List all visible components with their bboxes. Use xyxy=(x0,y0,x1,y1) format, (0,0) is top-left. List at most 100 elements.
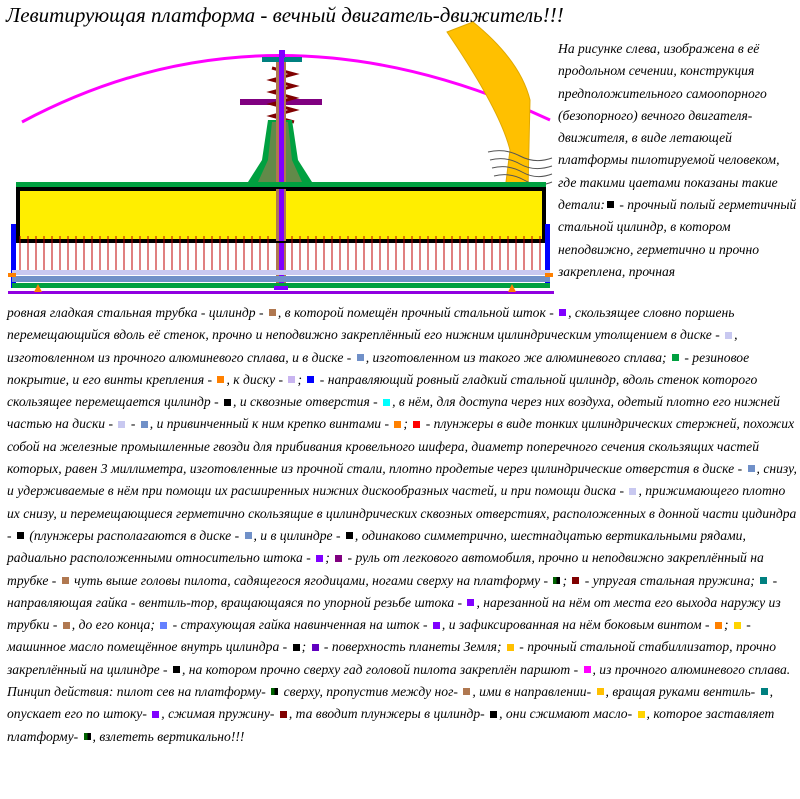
body-text-segment: , и привинченный к ним крепко винтами - xyxy=(149,416,393,432)
body-text-segment: - плунжеры в виде тонких цилиндрических … xyxy=(7,416,795,477)
side-description: На рисунке слева, изображена в её продол… xyxy=(558,38,798,283)
body-text-segment: , из прочного алюминевого сплава. Пинцип… xyxy=(7,661,791,700)
body-text-segment: - упругая стальная пружина; xyxy=(581,572,759,588)
yellow-square-icon xyxy=(733,621,741,629)
stabilizer xyxy=(446,21,531,191)
cyan-square-icon xyxy=(383,398,391,406)
magenta-square-icon xyxy=(583,666,591,674)
black-green-square-icon xyxy=(271,688,279,696)
body-text-segment: ; xyxy=(723,617,732,633)
body-text-segment: , до его конца; xyxy=(71,617,159,633)
teal-square-icon xyxy=(760,576,768,584)
rubber-cover xyxy=(12,283,550,288)
yellow-square-icon xyxy=(596,688,604,696)
body-text-segment: ; xyxy=(301,639,310,655)
purple-square-icon xyxy=(335,554,343,562)
gold-square-icon xyxy=(506,643,514,651)
green-square-icon xyxy=(671,353,679,361)
body-text-segment: , одинаково симметрично, шестнадцатью ве… xyxy=(7,527,746,566)
body-text-segment: , на котором прочно сверху гад головой п… xyxy=(181,661,582,677)
black-square-icon xyxy=(345,532,353,540)
black-square-icon xyxy=(16,532,24,540)
body-text-segment: - машинное масло помещённое внутрь цилин… xyxy=(7,617,751,655)
medium-blue-square-icon xyxy=(160,621,168,629)
black-green-square-icon xyxy=(553,576,561,584)
body-text-segment: , и в цилиндре - xyxy=(253,527,344,543)
platform-cross-section-diagram xyxy=(8,21,554,294)
body-text-segment: , в которой помещён прочный стальной што… xyxy=(277,305,558,320)
teal-square-icon xyxy=(760,688,768,696)
top-plate xyxy=(16,182,546,188)
body-text-segment: , та вводит плунжеры в цилиндр- xyxy=(288,706,489,722)
steel-blue-square-icon xyxy=(747,465,755,473)
violet-square-icon xyxy=(152,710,160,718)
body-text-segment: , скользящее словно поршень перемещающий… xyxy=(7,305,735,343)
steel-blue-square-icon xyxy=(356,353,364,361)
black-square-icon xyxy=(224,398,232,406)
purple-square-icon xyxy=(311,643,319,651)
body-text-segment: , и зафиксированная на нём боковым винто… xyxy=(441,617,713,633)
orange-square-icon xyxy=(217,376,225,384)
body-description: ровная гладкая стальная трубка - цилиндр… xyxy=(7,302,797,748)
lavender-square-icon xyxy=(118,420,126,428)
ground xyxy=(8,291,554,294)
maroon-square-icon xyxy=(279,710,287,718)
body-text-segment: , опускает его по штоку- xyxy=(7,684,773,722)
violet-square-icon xyxy=(432,621,440,629)
body-text-segment: ; xyxy=(325,550,334,566)
body-text-segment: , и сквозные отверстия - xyxy=(233,394,382,410)
disk-lower xyxy=(12,276,550,282)
black-square-icon xyxy=(606,201,614,209)
body-text-segment: , вращая руками вентиль- xyxy=(605,684,759,700)
body-text-segment: , изготовленном из прочного алюминевого … xyxy=(7,327,738,365)
body-text-segment: , нарезанной на нём от места его выхода … xyxy=(7,594,781,633)
body-text-segment: ; xyxy=(297,371,306,387)
side-after-text: - прочный полый герметичный стальной цил… xyxy=(558,197,797,279)
body-text-segment: - xyxy=(127,416,139,432)
guide-left xyxy=(11,224,16,288)
body-text-segment: ; xyxy=(562,572,571,588)
yellow-square-icon xyxy=(637,710,645,718)
light-violet-square-icon xyxy=(288,376,296,384)
body-text-segment: - прочный стальной стабиллизатор, прочно… xyxy=(7,639,777,677)
dark-red-square-icon xyxy=(572,576,580,584)
body-text-segment: , к диску - xyxy=(226,371,287,387)
black-square-icon xyxy=(292,643,300,651)
steel-blue-square-icon xyxy=(140,420,148,428)
body-text-segment: , они сжимают масло- xyxy=(499,706,636,722)
body-text-segment: - направляющая гайка - вентиль-тор, вращ… xyxy=(7,572,778,610)
rod xyxy=(279,55,284,290)
black-green-square-icon xyxy=(83,733,91,741)
body-text-segment: - поверхность планеты Земля; xyxy=(320,639,505,655)
red-square-icon xyxy=(413,420,421,428)
orange-square-icon xyxy=(714,621,722,629)
lavender-square-icon xyxy=(725,331,733,339)
body-text-segment: , ими в направлении- xyxy=(472,684,595,700)
plungers xyxy=(19,236,541,272)
body-text-segment: ; xyxy=(403,416,412,432)
black-square-icon xyxy=(172,666,180,674)
body-text-segment: - страхующая гайка навинченная на шток - xyxy=(169,617,431,633)
blue-square-icon xyxy=(307,376,315,384)
body-text-segment: , которое заставляет платформу- xyxy=(7,706,775,744)
brown-square-icon xyxy=(268,309,276,317)
body-text-segment: , сжимая пружину- xyxy=(161,706,278,722)
disk-upper xyxy=(12,270,550,275)
body-text-segment: - направляющий ровный гладкий стальной ц… xyxy=(7,371,758,410)
orange-square-icon xyxy=(394,420,402,428)
body-text-segment: - резиновое покрытие, и его винты крепле… xyxy=(7,349,750,387)
body-text-segment: сверху, пропустив между ног- xyxy=(280,684,462,700)
black-square-icon xyxy=(490,710,498,718)
violet-square-icon xyxy=(316,554,324,562)
body-text-segment: , снизу, и удерживаемые в нём при помощи… xyxy=(7,461,797,499)
body-text-segment: ровная гладкая стальная трубка - цилиндр… xyxy=(7,305,267,320)
side-intro-text: На рисунке слева, изображена в её продол… xyxy=(558,41,780,213)
brown-square-icon xyxy=(61,576,69,584)
screws xyxy=(8,273,553,292)
guide-right xyxy=(545,224,550,288)
brown-square-icon xyxy=(62,621,70,629)
violet-square-icon xyxy=(559,309,567,317)
steel-blue-square-icon xyxy=(244,532,252,540)
lavender-square-icon xyxy=(629,487,637,495)
body-text-segment: , изготовленном из такого же алюминевого… xyxy=(365,349,670,365)
